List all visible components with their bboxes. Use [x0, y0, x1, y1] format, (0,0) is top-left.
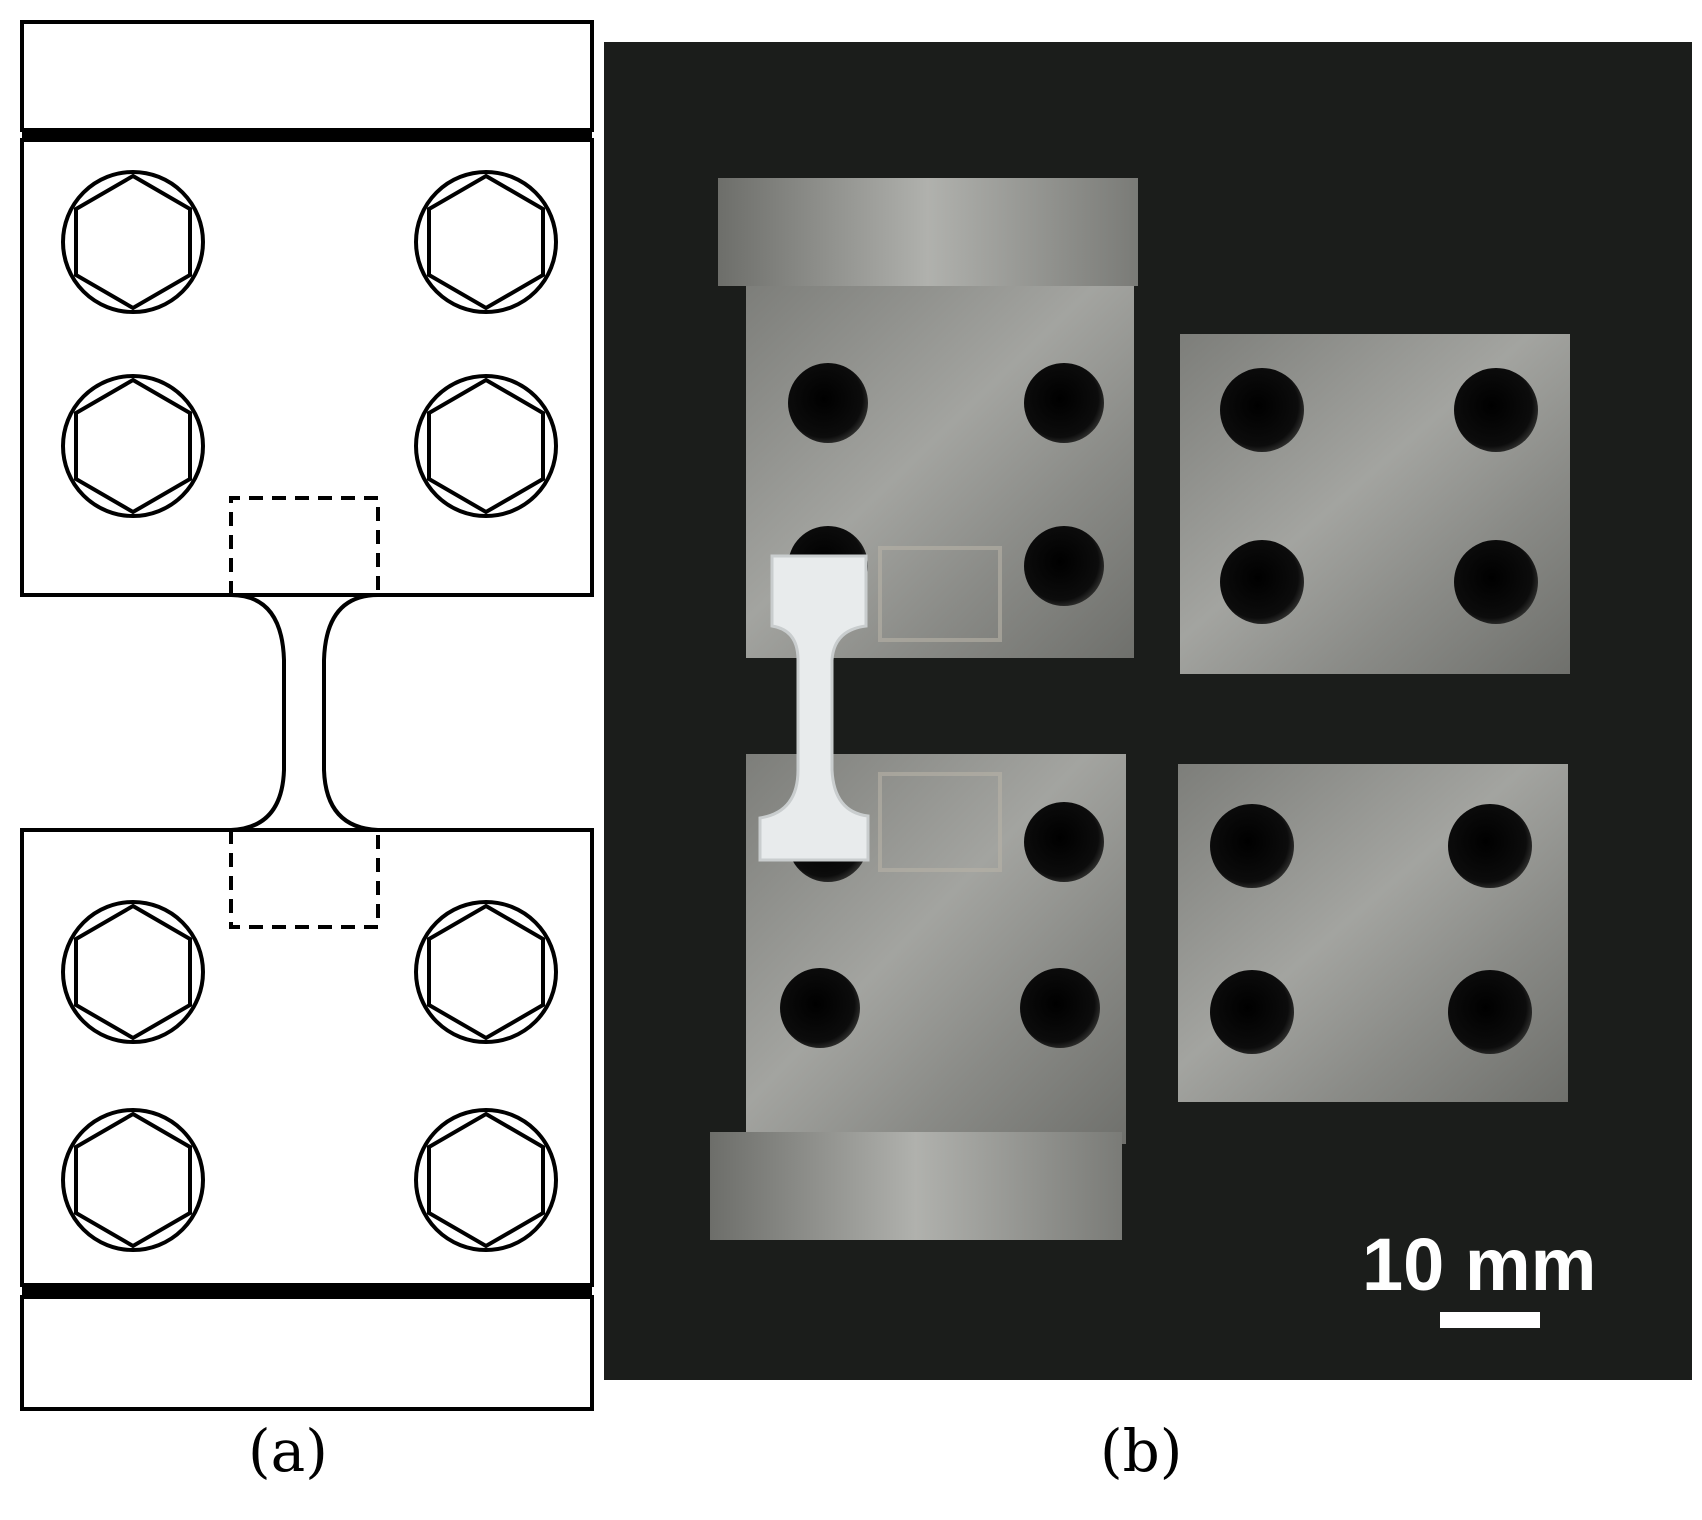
bolt-hex-icon	[414, 374, 558, 518]
bolt-hex-icon	[61, 900, 205, 1044]
top-end-cap-divider	[22, 128, 592, 140]
bolt-hole-icon	[1210, 970, 1294, 1054]
panel-b-caption: (b)	[1100, 1417, 1183, 1485]
bolt-hex-icon	[414, 900, 558, 1044]
bolt-hole-icon	[1210, 804, 1294, 888]
bolt-hole-icon	[780, 968, 860, 1048]
scale-bar-label: 10 mm	[1362, 1223, 1596, 1306]
bolt-hex-icon	[414, 1108, 558, 1252]
bottom-end-cap	[20, 1295, 594, 1411]
bolt-hole-icon	[1024, 802, 1104, 882]
bolt-hex-icon	[61, 170, 205, 314]
bottom-grip-plate	[20, 828, 594, 1287]
panel-a-caption: (a)	[248, 1417, 328, 1485]
panel-b-photo: 10 mm	[604, 42, 1692, 1380]
scale-bar	[1440, 1312, 1540, 1328]
bolt-hole-icon	[1220, 540, 1304, 624]
grip-top-end-block	[718, 178, 1138, 286]
dogbone-specimen	[758, 554, 870, 862]
bolt-hex-icon	[61, 374, 205, 518]
specimen-shoulder-hidden-top	[229, 496, 380, 595]
specimen-neck	[230, 593, 379, 832]
bolt-hole-icon	[788, 363, 868, 443]
bolt-hole-icon	[1024, 526, 1104, 606]
grip-bottom-end-block	[710, 1132, 1122, 1240]
bolt-hole-icon	[1454, 540, 1538, 624]
bolt-hole-icon	[1024, 363, 1104, 443]
bolt-hex-icon	[61, 1108, 205, 1252]
bolt-hole-icon	[1020, 968, 1100, 1048]
specimen-pocket-mark	[878, 546, 1002, 642]
bolt-hole-icon	[1448, 804, 1532, 888]
bolt-hole-icon	[1448, 970, 1532, 1054]
bolt-hole-icon	[1220, 368, 1304, 452]
bolt-hex-icon	[414, 170, 558, 314]
specimen-shoulder-hidden-bottom	[229, 830, 380, 929]
panel-a-schematic	[20, 20, 594, 1411]
bottom-end-cap-divider	[22, 1285, 592, 1297]
specimen-pocket-mark	[878, 772, 1002, 872]
bolt-hole-icon	[1454, 368, 1538, 452]
top-grip-plate	[20, 138, 594, 597]
top-end-cap	[20, 20, 594, 132]
